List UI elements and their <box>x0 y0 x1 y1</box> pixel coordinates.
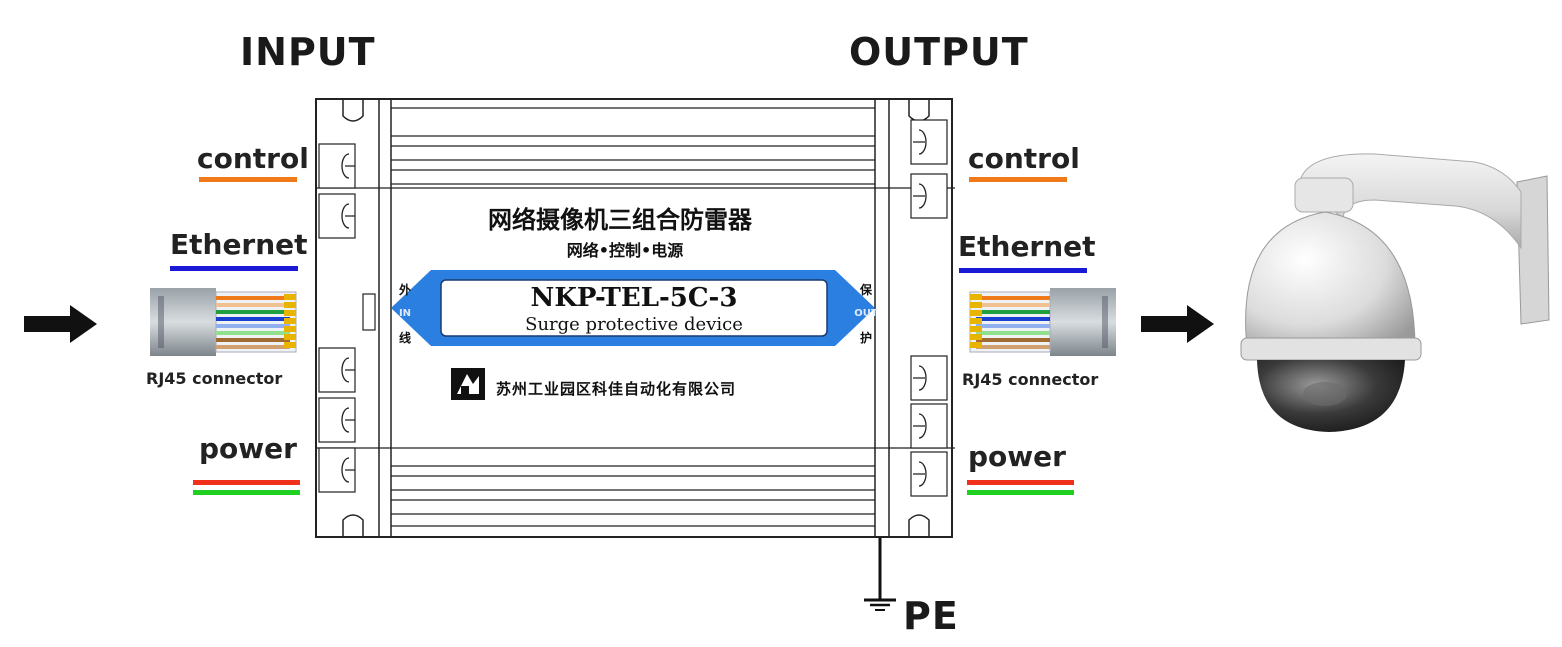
ground-label: PE <box>903 594 959 638</box>
left-control-label: control <box>197 142 309 175</box>
right-connector-label: RJ45 connector <box>962 370 1099 389</box>
left-connector-label: RJ45 connector <box>146 369 283 388</box>
device-description: Surge protective device <box>525 314 743 335</box>
in-tag-bottom: 线 <box>398 331 411 345</box>
input-heading: INPUT <box>240 30 376 74</box>
right-power-line-green <box>967 490 1074 495</box>
right-power-label: power <box>968 440 1066 473</box>
right-control-line <box>969 177 1067 182</box>
out-tag-top: 保 <box>859 283 872 297</box>
left-power-line-red <box>193 480 300 485</box>
surge-protector-device <box>315 98 955 538</box>
device-title-cn: 网络摄像机三组合防雷器 <box>488 205 752 234</box>
left-power-label: power <box>199 432 297 465</box>
right-control-label: control <box>968 142 1080 175</box>
dome-camera-icon <box>1240 153 1550 432</box>
right-ethernet-label: Ethernet <box>958 230 1096 263</box>
company-logo-icon <box>451 368 485 400</box>
left-ethernet-line <box>170 266 298 271</box>
rj45-connector-icon <box>150 288 297 356</box>
left-power-line-green <box>193 490 300 495</box>
right-power-line-red <box>967 480 1074 485</box>
output-heading: OUTPUT <box>849 30 1029 74</box>
out-tag-bottom: 护 <box>859 331 872 345</box>
right-arrow-icon <box>24 305 97 343</box>
right-arrow-icon <box>1141 305 1214 343</box>
device-model: NKP-TEL-5C-3 <box>530 283 738 313</box>
out-tag-label: OUT <box>854 308 878 319</box>
left-ethernet-label: Ethernet <box>170 228 308 261</box>
device-subtitle-cn: 网络•控制•电源 <box>566 241 684 260</box>
rj45-connector-icon <box>969 288 1116 356</box>
in-tag-top: 外 <box>398 283 411 297</box>
in-tag-label: IN <box>398 308 412 319</box>
right-ethernet-line <box>959 268 1087 273</box>
left-control-line <box>199 177 297 182</box>
ground-symbol-icon <box>864 538 896 611</box>
company-name: 苏州工业园区科佳自动化有限公司 <box>496 380 737 398</box>
